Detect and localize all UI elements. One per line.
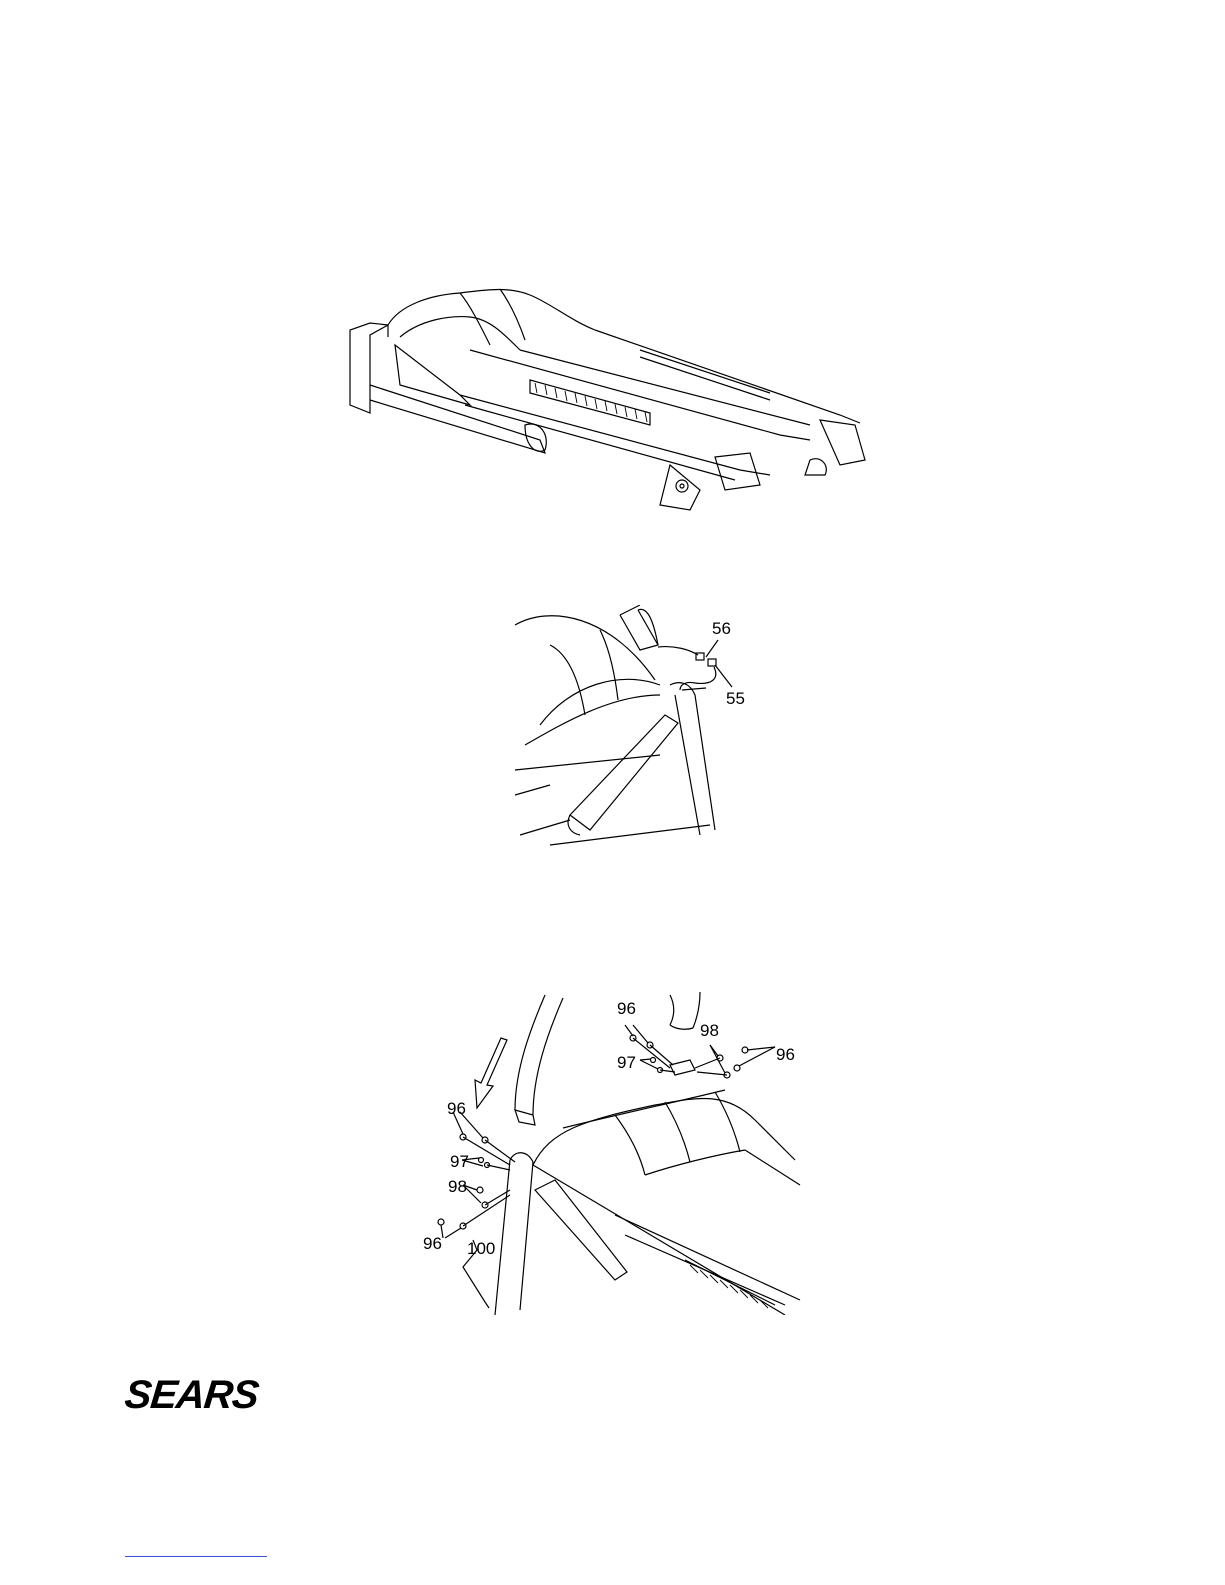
hardware-left (438, 1112, 515, 1238)
callout-96-top: 96 (617, 1000, 636, 1017)
cable-connection-drawing (510, 605, 750, 850)
callout-56: 56 (712, 620, 731, 637)
callout-96-right: 96 (776, 1046, 795, 1063)
sears-logo: SEARS (123, 1373, 261, 1418)
callout-97-top: 97 (617, 1054, 636, 1071)
callout-96-left: 96 (447, 1100, 466, 1117)
callout-97-left: 97 (450, 1153, 469, 1170)
footer-rule (125, 1556, 267, 1557)
callout-96-bottom: 96 (423, 1235, 442, 1252)
figure-treadmill-overview (340, 275, 880, 515)
callout-98-top: 98 (700, 1022, 719, 1039)
callout-100: 100 (467, 1240, 495, 1257)
treadmill-drawing (340, 275, 880, 515)
callout-55: 55 (726, 690, 745, 707)
upright-installation-drawing (415, 990, 805, 1315)
callout-98-left: 98 (448, 1178, 467, 1195)
figure-upright-installation (415, 990, 805, 1315)
figure-cable-connection (510, 605, 750, 850)
